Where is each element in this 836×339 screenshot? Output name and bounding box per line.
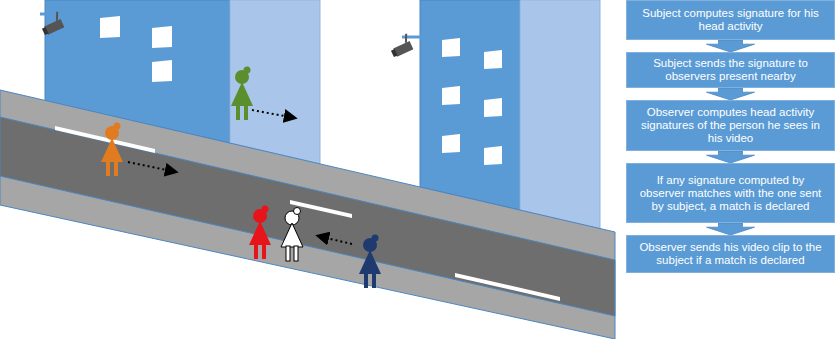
- camera-lens: [391, 49, 398, 57]
- building-side: [230, 0, 320, 164]
- box-text: Observer sends his video clip to the sub…: [633, 241, 828, 267]
- window: [100, 16, 120, 38]
- box-text: Observer computes head activity signatur…: [633, 106, 828, 145]
- person-white: [281, 208, 303, 262]
- process-box: If any signature computed by observer ma…: [626, 163, 835, 223]
- person-red: [249, 206, 271, 260]
- flow-arrow: [707, 151, 755, 163]
- camera-lens: [42, 27, 49, 35]
- motion-arrow: [318, 236, 352, 244]
- building-front: [420, 0, 520, 210]
- road: [0, 117, 615, 316]
- flow-arrow: [707, 223, 755, 235]
- window: [484, 50, 502, 69]
- flow-arrow: [707, 88, 755, 100]
- window: [442, 86, 460, 105]
- process-box: Subject sends the signature to observers…: [626, 52, 835, 88]
- motion-arrow: [252, 110, 295, 118]
- process-box: Observer sends his video clip to the sub…: [626, 235, 835, 273]
- window: [442, 38, 460, 57]
- camera-mount: [403, 34, 410, 43]
- motion-arrow: [128, 162, 176, 172]
- building-side: [520, 0, 600, 229]
- box-text: If any signature computed by observer ma…: [633, 174, 828, 213]
- window: [152, 26, 172, 48]
- camera: [38, 12, 64, 36]
- camera-mount: [54, 12, 61, 21]
- window: [484, 146, 502, 165]
- window: [152, 60, 172, 82]
- flow-arrow: [707, 40, 755, 52]
- lane-marking: [55, 126, 155, 153]
- window: [484, 98, 502, 117]
- person-orange: [101, 123, 123, 177]
- window: [442, 134, 460, 153]
- box-text: Subject sends the signature to observers…: [633, 57, 828, 83]
- process-box: Subject computes signature for his head …: [626, 0, 835, 40]
- camera: [387, 34, 413, 58]
- person-navy: [359, 235, 381, 289]
- box-text: Subject computes signature for his head …: [633, 7, 828, 33]
- lane-marking: [455, 273, 560, 301]
- sidewalk: [0, 90, 615, 339]
- camera-pole: [40, 13, 72, 16]
- person-green: [231, 67, 253, 121]
- process-box: Observer computes head activity signatur…: [626, 100, 835, 151]
